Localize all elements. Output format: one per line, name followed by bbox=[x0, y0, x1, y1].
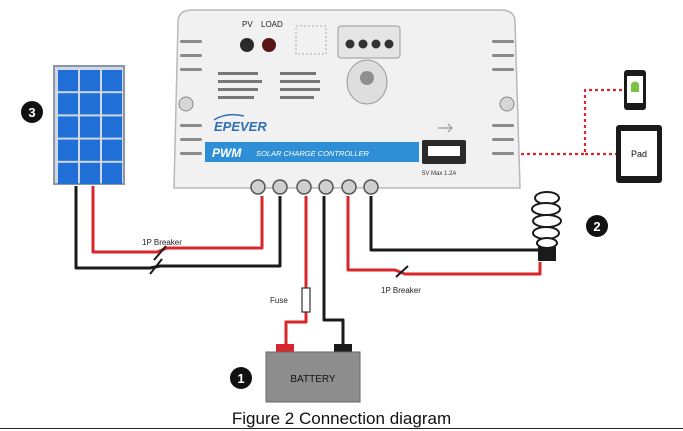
temperature-sensor bbox=[360, 71, 374, 85]
pv-breaker-label: 1P Breaker bbox=[142, 238, 182, 247]
solar-cell bbox=[102, 116, 122, 138]
cfl-bulb bbox=[531, 191, 562, 261]
brand-logo: EPEVER bbox=[214, 119, 267, 134]
terminal-battery-positive bbox=[296, 179, 312, 195]
marker-load: 2 bbox=[586, 215, 608, 237]
terminal-load-negative bbox=[363, 179, 379, 195]
charge-controller: PV LOAD EPEVER PWM SOLA bbox=[173, 9, 521, 195]
solar-cell bbox=[58, 70, 78, 92]
spec-icons-left bbox=[218, 72, 262, 99]
solar-cell bbox=[102, 93, 122, 115]
solar-cell bbox=[58, 139, 78, 161]
usb-link-line bbox=[467, 88, 622, 156]
usb-port-slot bbox=[428, 146, 460, 156]
battery-negative-terminal bbox=[334, 344, 352, 353]
terminal-load-positive bbox=[341, 179, 357, 195]
solar-cell bbox=[102, 70, 122, 92]
right-vents bbox=[492, 40, 514, 155]
battery: BATTERY bbox=[265, 344, 361, 403]
solar-cell bbox=[102, 162, 122, 184]
solar-cell bbox=[80, 70, 100, 92]
bottom-rule bbox=[0, 428, 683, 429]
usb-rating: 5V Max 1.2A bbox=[422, 171, 456, 177]
solar-cell bbox=[80, 139, 100, 161]
load-positive-wire bbox=[346, 196, 542, 276]
smartphone bbox=[624, 70, 646, 110]
pv-led-label: PV bbox=[242, 20, 253, 29]
product-banner bbox=[205, 142, 419, 162]
status-icon-area bbox=[295, 25, 327, 55]
banner-subtitle: SOLAR CHARGE CONTROLLER bbox=[256, 149, 370, 158]
fuse-symbol bbox=[301, 287, 311, 313]
load-led bbox=[262, 38, 276, 52]
terminal-pv-positive bbox=[250, 179, 266, 195]
fuse-label: Fuse bbox=[270, 296, 288, 305]
panel-button-1[interactable] bbox=[345, 39, 355, 49]
battery-positive-terminal bbox=[276, 344, 294, 353]
battery-negative-wire bbox=[322, 196, 345, 348]
svg-text:2: 2 bbox=[593, 219, 600, 234]
solar-cell bbox=[80, 93, 100, 115]
load-negative-wire bbox=[369, 196, 550, 258]
tablet-pad: Pad bbox=[616, 125, 662, 183]
usb-icon bbox=[438, 123, 453, 133]
mount-hole-right bbox=[499, 96, 515, 112]
battery-label: BATTERY bbox=[290, 374, 336, 385]
figure-caption: Figure 2 Connection diagram bbox=[231, 409, 452, 428]
svg-text:3: 3 bbox=[28, 105, 35, 120]
pad-label: Pad bbox=[631, 149, 647, 159]
svg-text:1: 1 bbox=[237, 371, 244, 386]
solar-cell bbox=[80, 162, 100, 184]
panel-button-4[interactable] bbox=[384, 39, 394, 49]
load-breaker-symbol bbox=[395, 265, 409, 278]
solar-cell bbox=[58, 93, 78, 115]
solar-panel bbox=[53, 65, 125, 185]
terminal-pv-negative bbox=[272, 179, 288, 195]
panel-button-2[interactable] bbox=[358, 39, 368, 49]
marker-battery: 1 bbox=[230, 367, 252, 389]
load-led-label: LOAD bbox=[261, 20, 283, 29]
button-panel bbox=[337, 25, 401, 59]
panel-button-3[interactable] bbox=[371, 39, 381, 49]
solar-cell bbox=[58, 162, 78, 184]
banner-title: PWM bbox=[212, 146, 242, 160]
terminal-battery-negative bbox=[318, 179, 334, 195]
battery-positive-wire-lower bbox=[284, 312, 308, 348]
brand-swoosh bbox=[213, 113, 245, 121]
mount-hole-left bbox=[178, 96, 194, 112]
spec-icons-right bbox=[280, 72, 320, 99]
solar-cell bbox=[80, 116, 100, 138]
pv-negative-wire bbox=[74, 186, 282, 270]
solar-cell bbox=[58, 116, 78, 138]
left-vents bbox=[180, 40, 202, 155]
solar-cell bbox=[102, 139, 122, 161]
marker-panel: 3 bbox=[21, 101, 43, 123]
pv-led bbox=[240, 38, 254, 52]
terminal-block bbox=[250, 179, 379, 195]
load-breaker-label: 1P Breaker bbox=[381, 286, 421, 295]
pv-breaker-symbol bbox=[149, 245, 167, 275]
